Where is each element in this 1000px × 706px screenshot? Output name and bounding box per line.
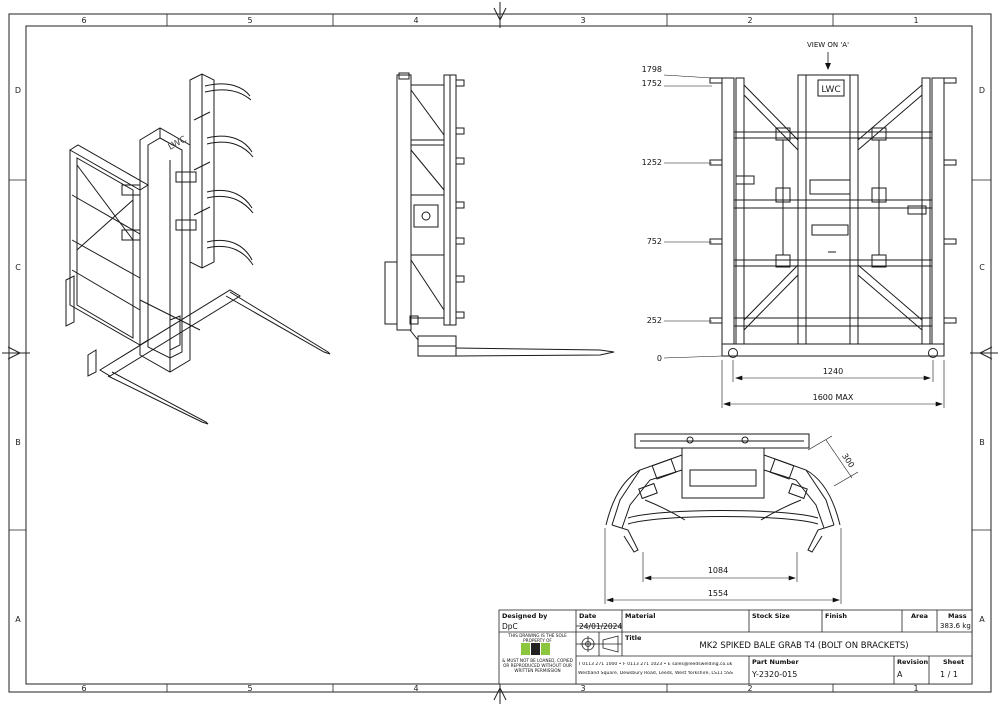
dim-width-inner: 1240 — [823, 367, 843, 376]
material-label: Material — [625, 612, 656, 620]
zone-row-label: C — [15, 263, 21, 272]
zone-col-label: 5 — [247, 684, 252, 693]
zone-col-label: 3 — [580, 16, 585, 25]
zone-row-label: C — [979, 263, 985, 272]
ownership-notice-bottom: & MUST NOT BE LOANED, COPIED OR REPRODUC… — [502, 658, 573, 673]
revision-label: Revision — [897, 658, 929, 666]
part-number-value: Y-2320-015 — [752, 670, 798, 679]
zone-row-label: B — [979, 438, 985, 447]
ownership-notice-top: THIS DRAWING IS THE SOLE PROPERTY OF — [508, 633, 567, 643]
zone-labels: 6 5 4 3 2 1 6 5 4 3 2 1 D C B A D C B A — [15, 16, 985, 693]
revision-value: A — [897, 670, 903, 679]
date-value: 24/01/2024 — [579, 622, 623, 631]
designed-by-value: DpC — [502, 622, 518, 631]
dim-plan-arm: 300 — [840, 452, 856, 470]
company-address: Westland Square, Dewsbury Road, Leeds, W… — [578, 671, 733, 676]
dim-height: 752 — [647, 237, 662, 246]
stock-size-label: Stock Size — [752, 612, 790, 620]
title-label: Title — [625, 634, 642, 642]
dim-plan-outer: 1554 — [708, 589, 728, 598]
front-view: LWC — [709, 74, 957, 358]
front-logo: LWC — [821, 85, 840, 95]
dim-width-max: 1600 MAX — [813, 393, 854, 402]
area-label: Area — [911, 612, 929, 620]
zone-col-label: 1 — [913, 16, 918, 25]
sheet-value: 1 / 1 — [940, 670, 958, 679]
rail-pin — [728, 348, 738, 358]
side-view — [384, 72, 615, 357]
outer-frame — [8, 13, 992, 693]
height-dimension-leaders — [663, 74, 723, 359]
dim-height: 1752 — [642, 79, 662, 88]
dim-plan-inner: 1084 — [708, 566, 728, 575]
view-arrow: VIEW ON 'A' — [807, 41, 849, 70]
zone-row-label: B — [15, 438, 21, 447]
zone-ticks — [9, 14, 991, 692]
zone-col-label: 4 — [413, 16, 418, 25]
zone-row-label: D — [979, 86, 985, 95]
view-arrow-label: VIEW ON 'A' — [807, 41, 849, 49]
zone-row-label: A — [979, 615, 985, 624]
part-number-label: Part Number — [752, 658, 799, 666]
designed-by-label: Designed by — [502, 612, 548, 620]
zone-col-label: 3 — [580, 684, 585, 693]
mass-label: Mass — [948, 612, 967, 620]
isometric-view: LWC — [65, 73, 331, 425]
iso-logo: LWC — [167, 135, 189, 153]
dim-height: 252 — [647, 316, 662, 325]
inner-frame — [25, 25, 973, 685]
drawing-title: MK2 SPIKED BALE GRAB T4 (BOLT ON BRACKET… — [699, 641, 909, 651]
zone-col-label: 2 — [747, 684, 752, 693]
date-label: Date — [579, 612, 597, 620]
company-logo — [521, 643, 550, 655]
title-block: Designed by DpC Date 24/01/2024 Material… — [499, 610, 972, 684]
zone-col-label: 1 — [913, 684, 918, 693]
zone-col-label: 2 — [747, 16, 752, 25]
dim-height: 0 — [657, 354, 662, 363]
plan-view — [605, 433, 841, 553]
zone-col-label: 6 — [81, 16, 86, 25]
rail-pin — [928, 348, 938, 358]
sheet-label: Sheet — [943, 658, 965, 666]
mass-value: 383.6 kg — [940, 622, 971, 630]
company-contact: T 0113 271 1000 • F 0113 271 1023 • E sa… — [578, 662, 733, 667]
width-dimension-lines — [721, 360, 945, 408]
zone-col-label: 5 — [247, 16, 252, 25]
title-block-grid — [498, 609, 973, 685]
plan-dimension-lines — [604, 435, 859, 604]
dim-height: 1798 — [642, 65, 662, 74]
dim-height: 1252 — [642, 158, 662, 167]
zone-row-label: D — [15, 86, 21, 95]
height-dimensions: 1798 1752 1252 752 252 0 — [642, 65, 662, 363]
zone-row-label: A — [15, 615, 21, 624]
zone-col-label: 6 — [81, 684, 86, 693]
projection-symbol — [580, 635, 619, 653]
zone-col-label: 4 — [413, 684, 418, 693]
finish-label: Finish — [825, 612, 848, 620]
